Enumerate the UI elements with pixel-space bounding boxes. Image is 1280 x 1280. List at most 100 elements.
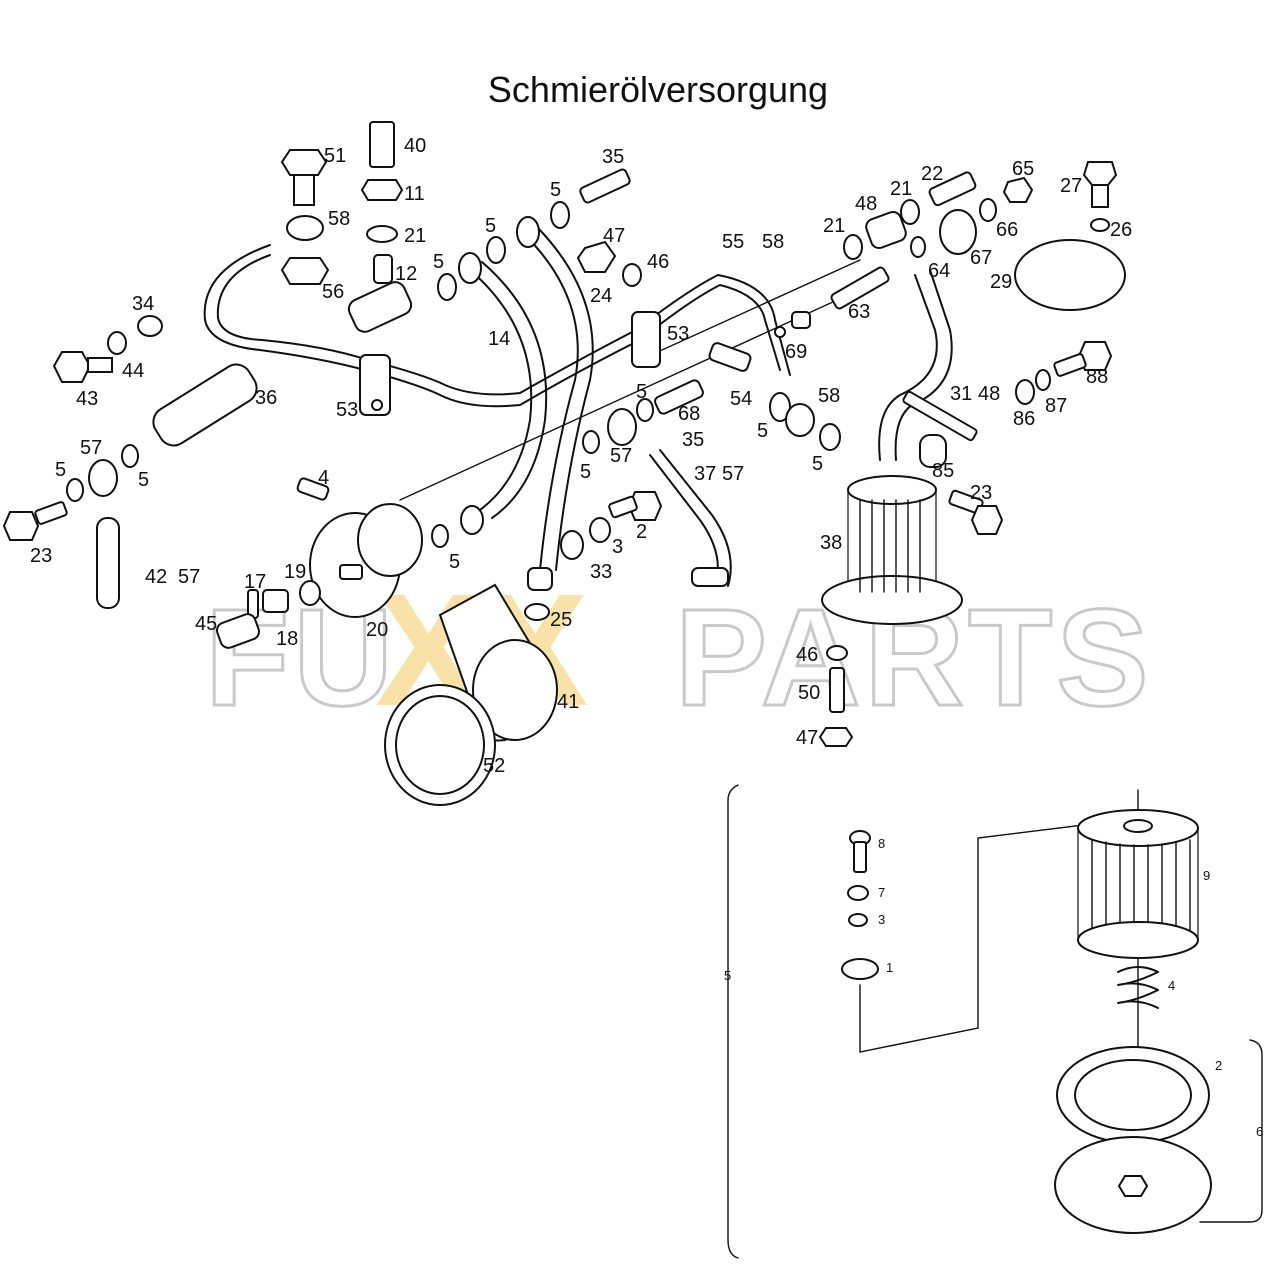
label-69: 69 <box>785 341 807 363</box>
inset-washer-3 <box>848 913 868 927</box>
bracket-48 <box>902 390 978 442</box>
nut-56 <box>280 257 330 285</box>
bolt-2-shank <box>608 495 638 519</box>
lockwasher-3 <box>589 517 611 543</box>
label-57-center: 57 <box>610 445 632 467</box>
fitting-40 <box>369 121 395 168</box>
nut-65 <box>1002 176 1034 203</box>
washer-21-b <box>843 234 863 260</box>
plug-45 <box>216 613 260 649</box>
label-14: 14 <box>488 328 510 350</box>
label-5-right-b: 5 <box>812 453 823 475</box>
washer-46-top <box>622 263 642 287</box>
pipe-31 <box>878 274 938 461</box>
label-65: 65 <box>1012 158 1034 180</box>
nut-11 <box>360 179 404 201</box>
valve-body-48 <box>865 211 907 249</box>
label-5-left-b: 5 <box>138 469 149 491</box>
washer-26 <box>1090 218 1110 232</box>
spring-69 <box>791 311 811 329</box>
filter-38-top <box>847 475 937 505</box>
washer-44 <box>107 331 127 355</box>
banjo-5-pump <box>460 505 484 535</box>
screw-4 <box>296 477 330 501</box>
label-27: 27 <box>1060 175 1082 197</box>
bolt-27-head <box>1082 161 1118 186</box>
label-5-right-a: 5 <box>757 420 768 442</box>
label-23-left: 23 <box>30 545 52 567</box>
label-21-right-a: 21 <box>823 215 845 237</box>
label-41: 41 <box>557 691 579 713</box>
valve-63 <box>830 266 890 310</box>
label-66: 66 <box>996 219 1018 241</box>
stud-50 <box>829 667 845 713</box>
banjo-5-b <box>516 216 540 248</box>
cap-67 <box>939 209 977 255</box>
label-35-top: 35 <box>602 146 624 168</box>
connector-block <box>347 281 413 333</box>
washer-25 <box>524 603 550 621</box>
label-87: 87 <box>1045 395 1067 417</box>
inset-label-3: 3 <box>878 912 885 927</box>
inset-screw-8-shank <box>853 841 867 873</box>
label-55: 55 <box>722 231 744 253</box>
pipe-37-inner <box>659 449 732 587</box>
label-5-center: 5 <box>636 381 647 403</box>
label-29: 29 <box>990 271 1012 293</box>
label-47-bottom: 47 <box>796 727 818 749</box>
banjo-57-left <box>88 459 118 497</box>
inset-filter-9-hole <box>1123 819 1153 833</box>
label-45: 45 <box>195 613 217 635</box>
label-40: 40 <box>404 135 426 157</box>
bolt-23-left-shank <box>34 501 68 525</box>
label-5-left-a: 5 <box>55 459 66 481</box>
inset-label-9: 9 <box>1203 868 1210 883</box>
label-64: 64 <box>928 260 950 282</box>
washer-5-right-b <box>819 423 841 451</box>
label-36: 36 <box>255 387 277 409</box>
inset-label-4: 4 <box>1168 978 1175 993</box>
label-53-left: 53 <box>336 399 358 421</box>
filter-38-pleats <box>859 499 921 593</box>
inset-gasket-2-inner <box>1074 1059 1192 1131</box>
label-50: 50 <box>798 682 820 704</box>
banjo-5-a <box>458 252 482 284</box>
label-48-right: 48 <box>978 383 1000 405</box>
inset-base-nut <box>1117 1175 1149 1197</box>
pipe-14-inner <box>481 261 548 519</box>
label-5-a: 5 <box>433 251 444 273</box>
washer-46-bottom <box>826 645 848 661</box>
bolt-88-shank <box>1053 353 1087 377</box>
label-21-top: 21 <box>404 225 426 247</box>
label-85: 85 <box>932 460 954 482</box>
bolt-35-top <box>579 168 631 204</box>
pulley-41 <box>472 639 558 741</box>
feed-line-b <box>639 259 861 361</box>
inset-label-5: 5 <box>724 968 731 983</box>
label-63: 63 <box>848 301 870 323</box>
main-oil-pipe <box>203 244 781 408</box>
label-57-left: 57 <box>80 437 102 459</box>
label-12: 12 <box>395 263 417 285</box>
label-57-pipe: 57 <box>722 463 744 485</box>
washer-5-c <box>550 201 570 229</box>
ball-69 <box>774 326 786 338</box>
label-57-42: 57 <box>178 566 200 588</box>
label-5-pump: 5 <box>449 551 460 573</box>
label-5-b: 5 <box>485 215 496 237</box>
inset-label-2: 2 <box>1215 1058 1222 1073</box>
label-23-right: 23 <box>970 482 992 504</box>
washer-86 <box>1015 379 1035 405</box>
label-21-right-b: 21 <box>890 178 912 200</box>
pipe-42 <box>96 517 120 609</box>
label-17: 17 <box>244 571 266 593</box>
label-18: 18 <box>276 628 298 650</box>
label-48-top: 48 <box>855 193 877 215</box>
washer-5-a <box>437 273 457 301</box>
label-51: 51 <box>324 145 346 167</box>
sleeve-12 <box>373 254 393 284</box>
label-46-bottom: 46 <box>796 644 818 666</box>
pump-20-shaft <box>339 564 363 580</box>
inset-bracket-left <box>727 784 739 1259</box>
filter-38-base <box>821 575 963 625</box>
